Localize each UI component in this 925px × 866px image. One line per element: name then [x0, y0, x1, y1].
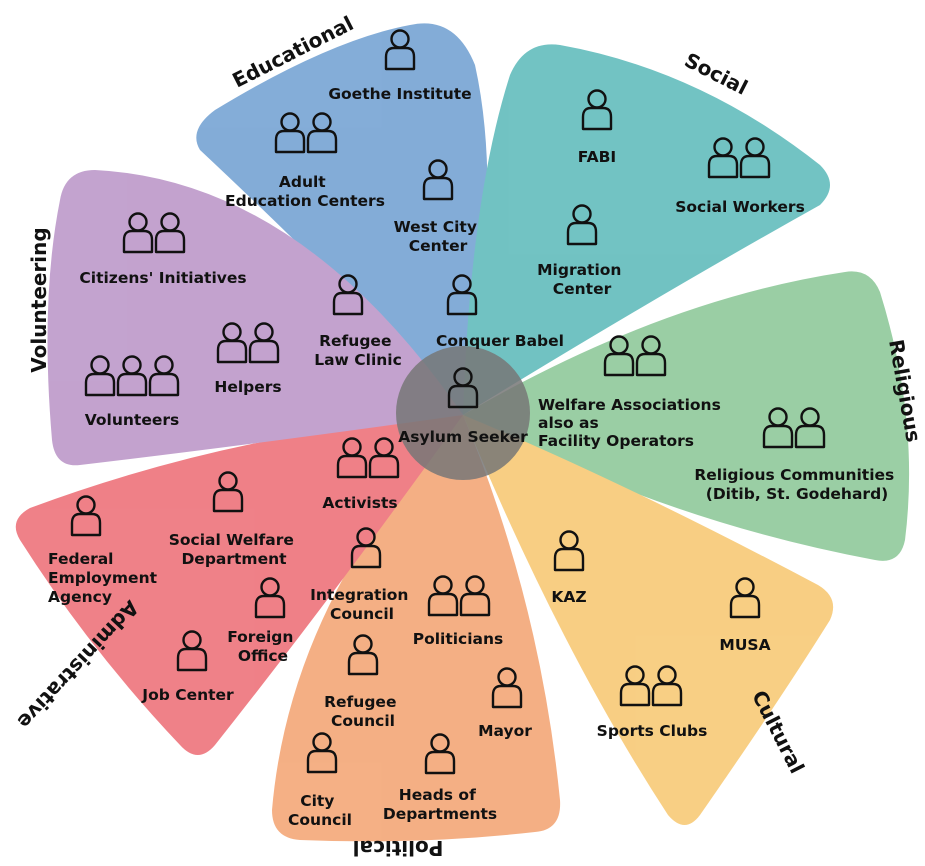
sports-clubs-label: Sports Clubs — [597, 722, 708, 740]
educational-petal — [196, 23, 488, 415]
musa-label: MUSA — [719, 636, 770, 654]
religious-petal — [463, 271, 910, 561]
federal-employment-agency-label: Federal Employment Agency — [48, 550, 162, 606]
kaz-label: KAZ — [551, 588, 586, 606]
welfare-associations-label: Welfare Associations also as Facility Op… — [538, 396, 726, 450]
category-political: Political — [353, 836, 444, 860]
refugee-law-clinic-label: Refugee Law Clinic — [314, 332, 402, 369]
conquer-babel-label: Conquer Babel — [436, 332, 564, 350]
religious-communities-label: Religious Communities (Ditib, St. Godeha… — [694, 466, 899, 503]
adult-education-centers-label: Adult Education Centers — [225, 173, 385, 210]
fabi-label: FABI — [578, 148, 616, 166]
city-council-label: City Council — [288, 792, 352, 829]
administrative-petal — [15, 415, 463, 755]
volunteers-label: Volunteers — [85, 411, 179, 429]
job-center-label: Job Center — [141, 686, 234, 704]
center-hub — [396, 346, 530, 480]
mayor-label: Mayor — [478, 722, 532, 740]
cultural-petal — [463, 415, 834, 825]
citizens-initiatives-label: Citizens' Initiatives — [79, 269, 246, 287]
political-petal — [272, 415, 561, 842]
center-label: Asylum Seeker — [398, 428, 528, 446]
politicians-label: Politicians — [413, 630, 504, 648]
category-volunteering: Volunteering — [27, 227, 51, 372]
activists-label: Activists — [322, 494, 397, 512]
integration-council-label: Integration Council — [310, 586, 414, 623]
social-petal — [463, 44, 830, 415]
refugee-council-label: Refugee Council — [324, 693, 402, 730]
social-workers-label: Social Workers — [675, 198, 805, 216]
foreign-office-label: Foreign Office — [227, 628, 299, 665]
social-welfare-department-label: Social Welfare Department — [169, 531, 300, 568]
west-city-center-label: West City Center — [394, 218, 483, 255]
helpers-label: Helpers — [214, 378, 281, 396]
migration-center-label: Migration Center — [537, 261, 627, 298]
goethe-institute-label: Goethe Institute — [328, 85, 471, 103]
heads-of-departments-label: Heads of Departments — [383, 786, 497, 823]
